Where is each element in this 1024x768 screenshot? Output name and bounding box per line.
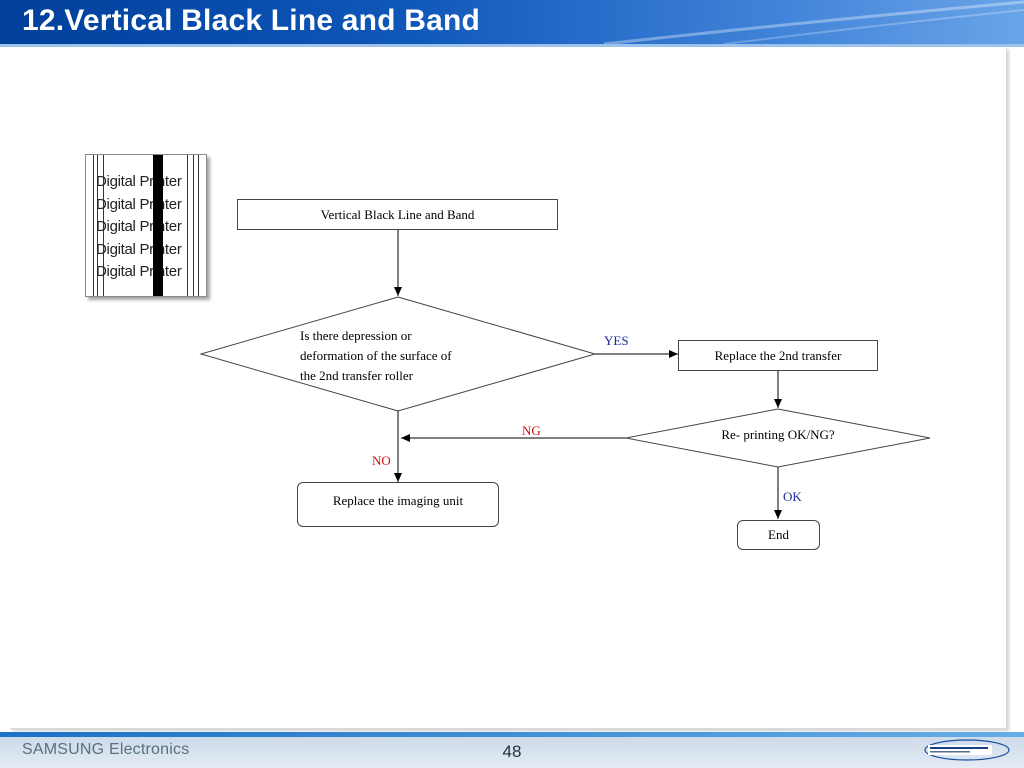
ok-label: OK xyxy=(783,489,802,504)
sample-print-image: Digital Printer Digital Printer Digital … xyxy=(85,154,207,297)
slide-footer: SAMSUNG Electronics 48 xyxy=(0,732,1024,768)
end-box: End xyxy=(737,520,820,550)
sample-vertical-line xyxy=(93,155,94,296)
slide-header: 12.Vertical Black Line and Band xyxy=(0,0,1024,44)
replace-imaging-box: Replace the imaging unit xyxy=(297,482,499,527)
sample-vertical-line xyxy=(198,155,199,296)
sample-vertical-line xyxy=(103,155,104,296)
sample-black-band xyxy=(153,155,163,296)
sample-vertical-line xyxy=(187,155,188,296)
header-underline xyxy=(0,44,1024,47)
footer-brand: SAMSUNG Electronics xyxy=(22,741,190,758)
no-label: NO xyxy=(372,453,391,468)
decision1-line: Is there depression or xyxy=(300,328,412,343)
footer-accent-line xyxy=(0,732,1024,737)
ng-label: NG xyxy=(522,423,541,438)
sample-vertical-line xyxy=(97,155,98,296)
replace-transfer-box: Replace the 2nd transfer xyxy=(678,340,878,371)
slide-title: 12.Vertical Black Line and Band xyxy=(22,4,481,37)
yes-label: YES xyxy=(604,333,629,348)
decision1-text: Is there depression or deformation of th… xyxy=(300,326,452,386)
start-box: Vertical Black Line and Band xyxy=(237,199,558,230)
sample-vertical-line xyxy=(193,155,194,296)
page-number: 48 xyxy=(502,742,522,761)
samsung-digitall-logo xyxy=(924,739,1010,761)
header-decoration xyxy=(604,0,1024,44)
decision1-line: deformation of the surface of xyxy=(300,348,452,363)
decision2-text: Re- printing OK/NG? xyxy=(721,427,835,442)
decision1-line: the 2nd transfer roller xyxy=(300,368,413,383)
